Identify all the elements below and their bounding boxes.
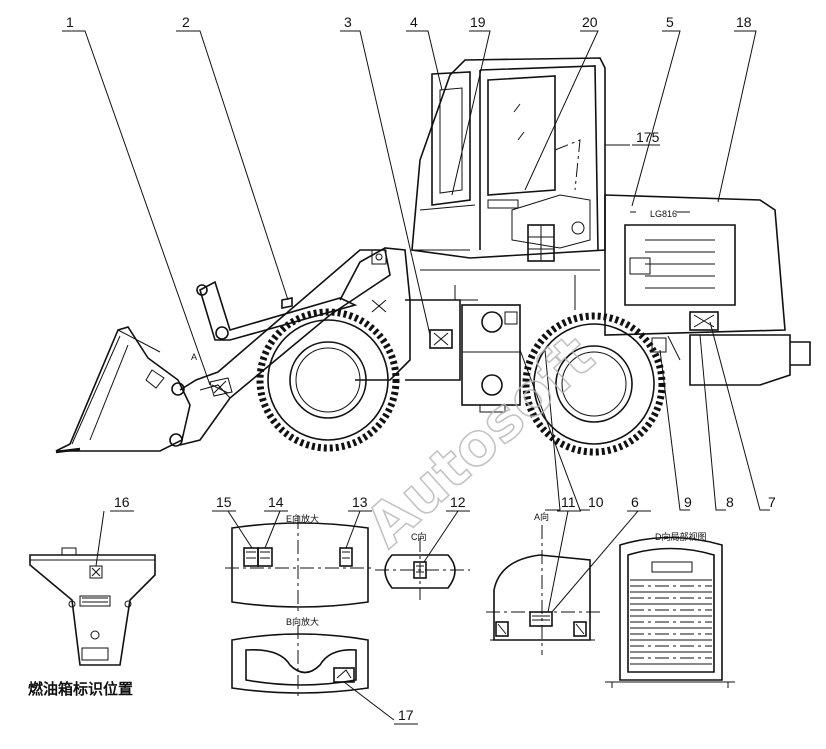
callout-9: 9 — [684, 494, 692, 510]
fuel-tank-caption: 燃油箱标识位置 — [28, 680, 133, 698]
view-d-label: D向局部视图 — [655, 531, 707, 542]
callout-13: 13 — [352, 494, 368, 510]
callout-16: 16 — [114, 494, 130, 510]
callout-20: 20 — [582, 14, 598, 30]
callout-11: 11 — [561, 494, 576, 510]
front-wheel — [256, 308, 400, 452]
callout-14: 14 — [268, 494, 284, 510]
callout-18: 18 — [736, 14, 752, 30]
rear-wheel — [522, 312, 666, 456]
callout-1: 1 — [66, 14, 74, 30]
callout-7: 7 — [768, 494, 776, 510]
view-c-label: C向 — [411, 531, 427, 542]
callout-5: 5 — [666, 14, 674, 30]
callout-3: 3 — [344, 14, 352, 30]
model-plate-text: LG816 — [650, 209, 677, 219]
view-d-detail: D向局部视图 — [605, 531, 735, 688]
view-e-label: E向放大 — [286, 513, 319, 524]
view-b-detail: B向放大 — [231, 616, 395, 721]
bucket — [55, 326, 191, 454]
loader-side-view: LG816 A — [55, 57, 811, 456]
boom-arm — [179, 249, 391, 446]
view-c-detail: C向 — [375, 510, 470, 600]
cab — [411, 57, 606, 271]
rear-hood — [604, 144, 811, 386]
callout-2: 2 — [182, 14, 190, 30]
fuel-tank-detail: 燃油箱标识位置 — [28, 510, 156, 698]
callout-12: 12 — [450, 494, 466, 510]
front-frame — [339, 247, 461, 381]
view-a-label: A向 — [534, 511, 549, 522]
view-b-label: B向放大 — [286, 616, 319, 627]
callout-8: 8 — [726, 494, 734, 510]
callout-4: 4 — [410, 14, 418, 30]
center-hinge — [454, 275, 576, 413]
callout-underlines — [110, 510, 651, 725]
callout-10: 10 — [588, 494, 604, 510]
callout-15: 15 — [216, 494, 232, 510]
callout-numbers: 1 2 3 4 19 20 5 18 175 11 6 16 15 14 13 … — [66, 14, 776, 723]
leader-lines — [62, 30, 770, 511]
callout-19: 19 — [470, 14, 486, 30]
view-a-marker: A — [191, 352, 197, 362]
callout-17: 17 — [398, 707, 414, 723]
view-a-detail: A向 — [486, 510, 639, 655]
callout-6: 6 — [631, 494, 639, 510]
view-e-detail: E向放大 — [225, 510, 375, 612]
callout-175: 175 — [636, 129, 660, 145]
